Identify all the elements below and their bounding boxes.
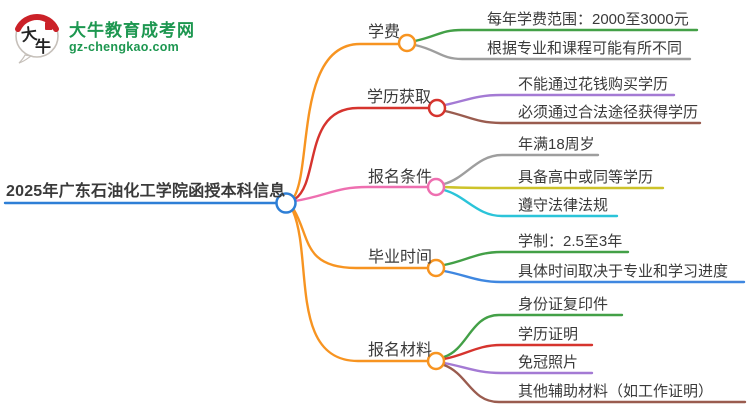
logo-speech-tail [18, 54, 33, 64]
branch-label-tuition: 学费 [368, 24, 401, 41]
leaf-tuition-varies: 根据专业和课程可能有所不同 [487, 40, 683, 57]
branch-label-degree: 学历获取 [367, 89, 432, 106]
logo-char-bottom: 牛 [35, 37, 51, 56]
leaf-degree-no-buying: 不能通过花钱购买学历 [518, 76, 669, 93]
connector-degree-leaf-2 [443, 109, 702, 125]
connector-materials-leaf-4 [442, 363, 747, 404]
leaf-grad-depends: 具体时间取决于专业和学习进度 [518, 263, 729, 280]
connector-materials-leaf-2 [442, 343, 594, 361]
leaf-degree-legal-way: 必须通过合法途径获得学历 [518, 104, 699, 121]
connector-root-degree [293, 106, 431, 201]
connector-requirements-leaf-3 [442, 188, 619, 218]
site-logo[interactable]: 大 牛 大牛教育成考网 gz-chengkao.com [12, 12, 195, 64]
logo-seal [45, 22, 53, 30]
logo-text-block: 大牛教育成考网 gz-chengkao.com [69, 21, 195, 55]
logo-hat-arc [15, 14, 59, 32]
connector-graduation-leaf-2 [442, 269, 746, 284]
connector-graduation-leaf-1 [442, 250, 630, 267]
connector-requirements-leaf-1 [442, 153, 600, 186]
leaf-grad-duration: 学制：2.5至3年 [518, 233, 623, 250]
leaf-req-education: 具备高中或同等学历 [518, 169, 654, 186]
requirements-node-circle [426, 177, 446, 197]
materials-node-circle [426, 351, 446, 371]
connector-materials-leaf-1 [442, 313, 624, 359]
connector-materials-leaf-3 [442, 361, 594, 375]
logo-char-top: 大 [20, 24, 39, 45]
graduation-node-circle [426, 258, 446, 278]
leaf-material-edu-proof: 学历证明 [518, 326, 579, 343]
connector-tuition-leaf-1 [413, 28, 699, 43]
degree-node-circle [427, 98, 447, 118]
leaf-tuition-range: 每年学费范围：2000至3000元 [487, 11, 689, 28]
connector-tuition-leaf-2 [413, 43, 692, 61]
tuition-node-circle [397, 33, 417, 53]
connector-requirements-leaf-2 [442, 185, 665, 190]
root-topic: 2025年广东石油化工学院函授本科信息 [6, 183, 286, 200]
logo-domain: gz-chengkao.com [69, 40, 180, 55]
connector-root-tuition [292, 42, 401, 199]
leaf-req-age: 年满18周岁 [518, 136, 595, 153]
root-node-circle [275, 192, 297, 214]
logo-title: 大牛教育成考网 [69, 20, 195, 40]
leaf-material-id-copy: 身份证复印件 [518, 296, 609, 313]
leaf-req-law: 遵守法律法规 [518, 197, 609, 214]
branch-label-graduation: 毕业时间 [368, 249, 433, 266]
connector-degree-leaf-1 [443, 93, 676, 107]
leaf-material-photo: 免冠照片 [518, 354, 579, 371]
branch-label-requirements: 报名条件 [368, 169, 433, 186]
connector-root-materials [291, 209, 430, 363]
leaf-material-other: 其他辅助材料（如工作证明） [518, 383, 714, 400]
branch-label-materials: 报名材料 [368, 342, 433, 359]
connector-root-requirements [293, 185, 430, 203]
connector-root-graduation [292, 208, 430, 270]
daniu-logo-icon: 大 牛 [15, 14, 59, 64]
